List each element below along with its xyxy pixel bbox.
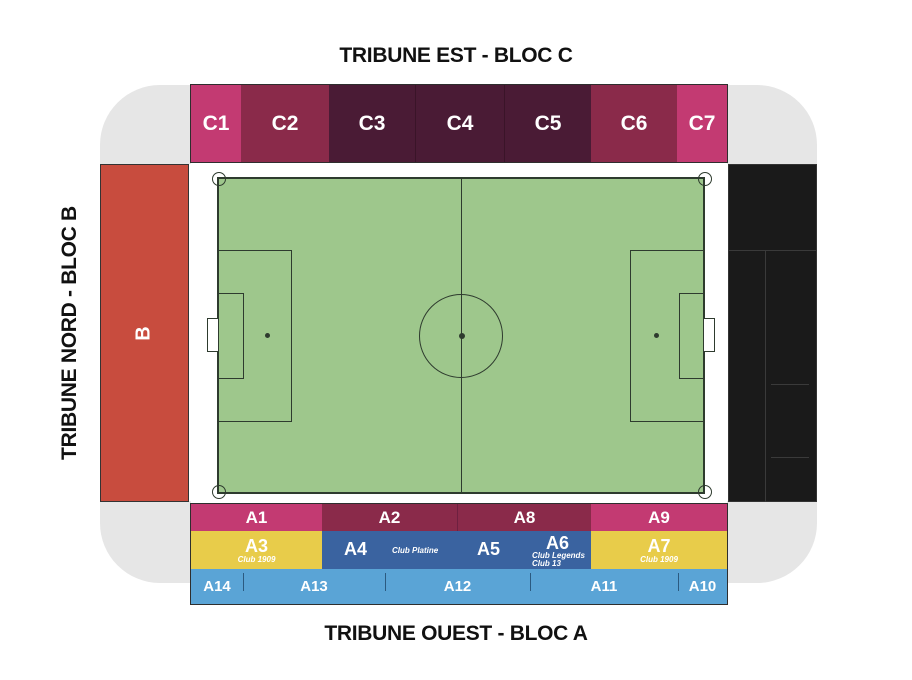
pitch-clip — [217, 177, 705, 494]
south-stand-divider — [765, 250, 766, 502]
club-13-label: Club 13 — [532, 559, 561, 568]
section-a1-label: A1 — [245, 507, 268, 527]
club-1909-label: Club 1909 — [640, 554, 678, 564]
corner-top-left — [100, 85, 191, 164]
section-a10[interactable]: A10 — [678, 569, 727, 604]
section-c6-label: C6 — [620, 111, 648, 135]
section-a7[interactable]: A7 Club 1909 — [591, 531, 727, 569]
row-divider — [678, 573, 679, 591]
section-a13-label: A13 — [300, 578, 328, 595]
section-c4[interactable]: C4 — [416, 85, 505, 162]
section-c5[interactable]: C5 — [505, 85, 591, 162]
section-a7-content: A7 Club 1909 — [640, 537, 678, 564]
section-c6[interactable]: C6 — [591, 85, 677, 162]
corner-arc — [212, 485, 226, 499]
south-stand-divider — [771, 384, 809, 385]
section-c1[interactable]: C1 — [191, 85, 241, 162]
section-a14[interactable]: A14 — [191, 569, 243, 604]
section-c1-label: C1 — [202, 111, 230, 135]
section-a8-label: A8 — [513, 507, 536, 527]
bloc-c — [190, 84, 728, 163]
center-spot — [459, 333, 465, 339]
west-stand-title: TRIBUNE OUEST - BLOC A — [324, 622, 588, 645]
corner-arc — [698, 172, 712, 186]
section-a8[interactable]: A8 — [458, 504, 591, 531]
corner-arc — [212, 172, 226, 186]
corner-bottom-right — [727, 501, 817, 583]
right-penalty-spot — [654, 333, 659, 338]
section-c3-label: C3 — [358, 111, 386, 135]
pitch — [212, 172, 712, 499]
section-c2[interactable]: C2 — [241, 85, 329, 162]
club-platine-zone[interactable]: A4 Club Platine A5 A6 Club Legends Club … — [322, 531, 591, 569]
row-divider — [243, 573, 244, 591]
row-divider — [530, 573, 531, 591]
section-a3-content: A3 Club 1909 — [238, 537, 276, 564]
section-a9-label: A9 — [648, 507, 670, 527]
right-goal — [703, 318, 715, 352]
bloc-a — [190, 503, 728, 605]
south-stand-divider — [729, 250, 816, 251]
south-stand-divider — [771, 457, 809, 458]
row-divider — [385, 573, 386, 591]
corner-arc — [698, 485, 712, 499]
section-c3[interactable]: C3 — [329, 85, 416, 162]
row-a-lower — [191, 569, 727, 604]
south-stand — [728, 164, 817, 502]
section-a12-label: A12 — [443, 578, 472, 595]
section-a11-label: A11 — [590, 578, 618, 595]
section-a1[interactable]: A1 — [191, 504, 322, 531]
section-a2-label: A2 — [378, 507, 401, 527]
section-b[interactable]: B — [100, 164, 189, 502]
north-stand-title: TRIBUNE NORD - BLOC B — [58, 206, 81, 460]
section-a12[interactable]: A12 — [385, 569, 530, 604]
left-penalty-spot — [265, 333, 270, 338]
section-a2[interactable]: A2 — [322, 504, 458, 531]
section-a3[interactable]: A3 Club 1909 — [191, 531, 322, 569]
section-c4-label: C4 — [446, 111, 474, 135]
section-a9[interactable]: A9 — [591, 504, 727, 531]
section-a4-label[interactable]: A4 — [344, 539, 368, 559]
section-c7-label: C7 — [688, 111, 716, 135]
section-a11[interactable]: A11 — [530, 569, 678, 604]
section-a14-label: A14 — [203, 578, 231, 595]
section-c5-label: C5 — [534, 111, 562, 135]
club-platine-label: Club Platine — [392, 546, 439, 555]
section-c7[interactable]: C7 — [677, 85, 727, 162]
section-b-label: B — [132, 325, 155, 341]
corner-bottom-left — [100, 501, 191, 583]
section-a5-label[interactable]: A5 — [477, 539, 501, 559]
club-1909-label: Club 1909 — [237, 554, 276, 564]
section-c2-label: C2 — [271, 111, 299, 135]
left-goal — [207, 318, 219, 352]
section-a3-label: A3 — [244, 535, 268, 556]
section-a13[interactable]: A13 — [243, 569, 385, 604]
section-a10-label: A10 — [688, 578, 717, 595]
center-circle — [419, 294, 503, 378]
section-a7-label: A7 — [647, 535, 671, 556]
club-legends-label: Club Legends — [532, 551, 585, 560]
east-stand-title: TRIBUNE EST - BLOC C — [339, 44, 573, 67]
section-a6-label[interactable]: A6 — [546, 533, 570, 553]
corner-top-right — [727, 85, 817, 164]
